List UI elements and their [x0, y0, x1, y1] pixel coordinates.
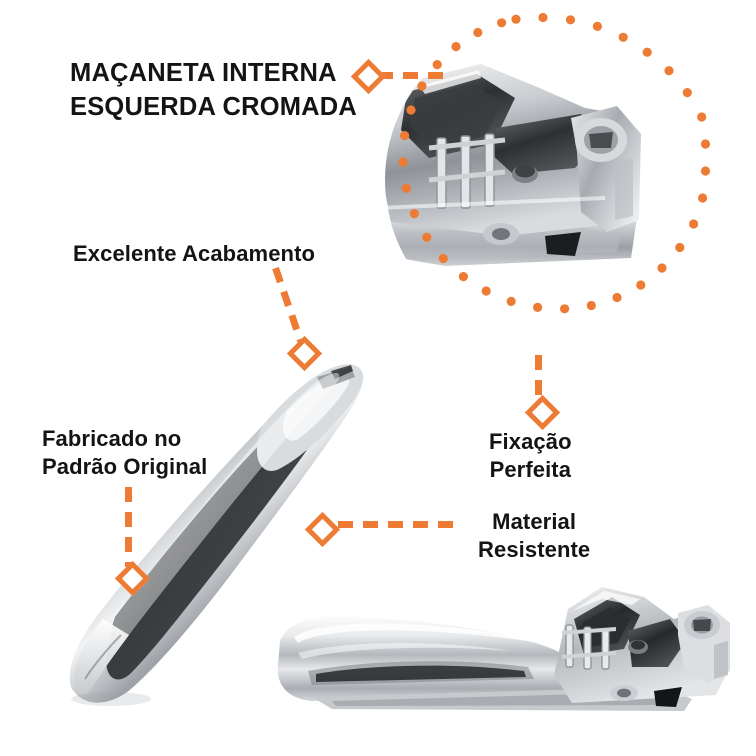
chrome-door-handle-angled [55, 335, 405, 710]
page-title: MAÇANETA INTERNA ESQUERDA CROMADA [70, 56, 357, 124]
page-title-line1: MAÇANETA INTERNA [70, 59, 337, 87]
marker-fixacao [524, 394, 561, 431]
feature-label-material: Material Resistente [478, 508, 590, 564]
page-title-line2: ESQUERDA CROMADA [70, 93, 358, 122]
dotted-circle-border [398, 12, 711, 314]
feature-label-fixacao-line2: Perfeita [489, 457, 572, 483]
connector-material [338, 521, 460, 528]
feature-label-material-line2: Resistente [478, 537, 591, 563]
feature-label-fixacao-line1: Fixação [489, 429, 572, 454]
feature-label-fabricado: Fabricado no Padrão Original [42, 425, 207, 481]
magnifier-circle [376, 12, 711, 347]
connector-acabamento [272, 266, 305, 343]
feature-label-fixacao: Fixação Perfeita [489, 428, 572, 484]
zoomed-latch-mechanism [385, 22, 701, 338]
feature-label-material-line1: Material [492, 509, 577, 534]
chrome-door-handle-profile [272, 575, 756, 750]
feature-label-fabricado-line1: Fabricado no [42, 426, 182, 451]
connector-title [378, 72, 450, 79]
feature-label-fabricado-line2: Padrão Original [42, 454, 208, 480]
connector-fabricado [125, 487, 132, 567]
feature-label-acabamento: Excelente Acabamento [73, 241, 316, 266]
connector-fixacao [535, 355, 542, 403]
